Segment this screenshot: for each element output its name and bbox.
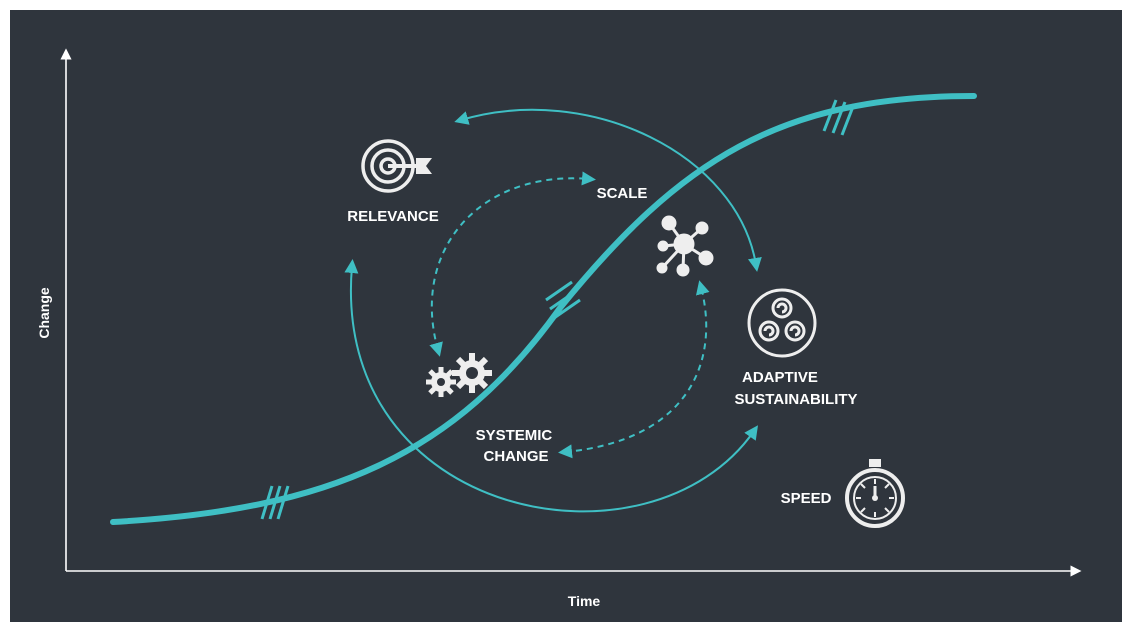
gear-small-icon [426, 367, 456, 397]
x-axis-label: Time [568, 593, 601, 609]
target-icon [361, 139, 432, 193]
gears-icon [426, 353, 492, 397]
inner-arrow-bottom [558, 280, 710, 459]
speed-label: SPEED [781, 490, 832, 507]
hatch-mark-high [822, 99, 856, 136]
triple-spiral-icon [747, 288, 817, 358]
outer-cycle [344, 108, 762, 513]
outer-arrow-bottom [344, 259, 759, 513]
scale-label: SCALE [597, 185, 648, 202]
gear-large-icon [452, 353, 492, 393]
network-icon [656, 215, 714, 277]
axes: Change Time [36, 48, 1082, 609]
adaptive-sustainability-line-1: ADAPTIVE [742, 369, 818, 386]
outer-arrow-top [454, 108, 762, 272]
y-axis-label: Change [36, 287, 52, 339]
systemic-change-line-2: CHANGE [483, 448, 548, 465]
systemic-change-line-1: SYSTEMIC [476, 427, 553, 444]
stopwatch-icon [845, 459, 905, 528]
adaptive-sustainability-line-2: SUSTAINABILITY [734, 391, 857, 408]
relevance-label: RELEVANCE [347, 208, 438, 225]
diagram-background [10, 10, 1122, 622]
inner-arrow-top [429, 171, 596, 357]
inner-cycle [429, 171, 710, 459]
adaptive-sustainability-label: ADAPTIVE SUSTAINABILITY [734, 369, 857, 408]
hatch-mark-low [260, 485, 290, 520]
systemic-change-label: SYSTEMIC CHANGE [476, 427, 557, 465]
